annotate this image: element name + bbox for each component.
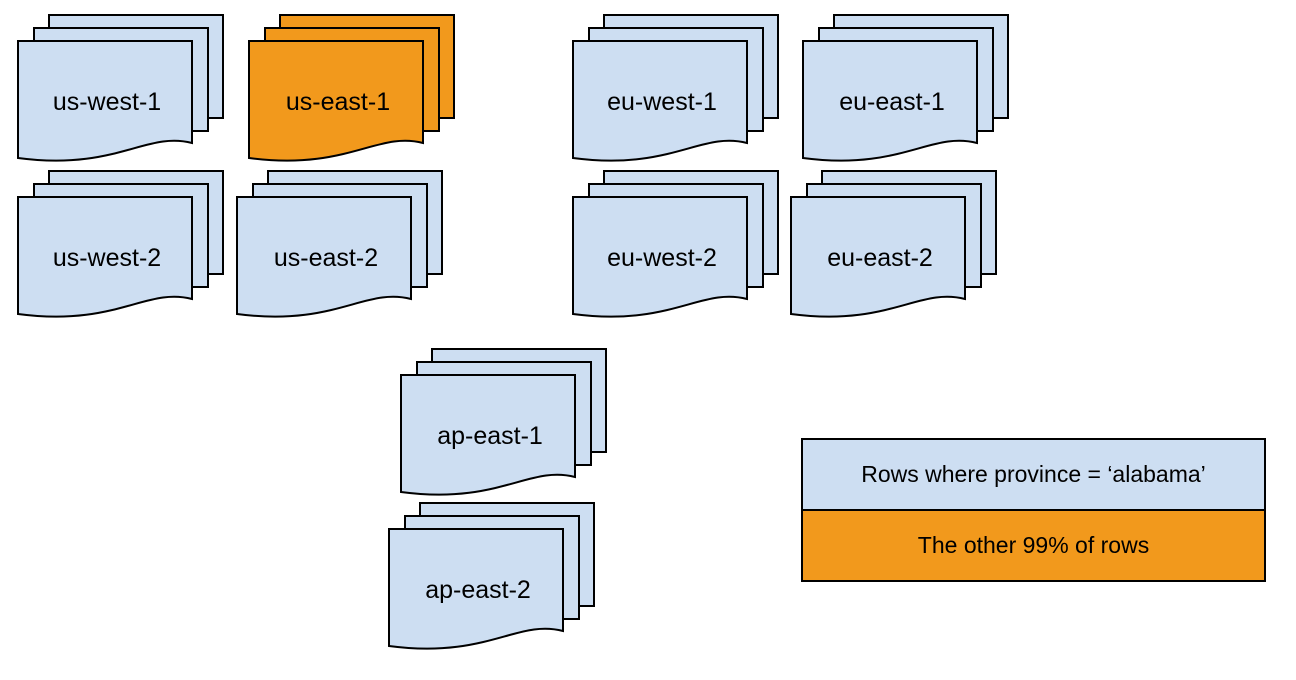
document-stack-icon — [400, 348, 607, 496]
region-stack-ap-east-1: ap-east-1 — [399, 347, 609, 505]
region-label: eu-west-1 — [607, 88, 717, 116]
region-label: ap-east-1 — [437, 422, 543, 450]
region-stack-us-east-1: us-east-1 — [247, 13, 457, 171]
region-label: us-east-2 — [273, 244, 379, 272]
region-label: eu-east-2 — [827, 244, 933, 272]
legend: Rows where province = ‘alabama’ The othe… — [801, 438, 1266, 582]
region-stack-us-west-2: us-west-2 — [16, 169, 226, 327]
legend-item-alabama-rows: Rows where province = ‘alabama’ — [803, 440, 1264, 509]
region-stack-eu-west-2: eu-west-2 — [571, 169, 781, 327]
document-stack-icon — [236, 170, 443, 318]
region-stack-eu-west-1: eu-west-1 — [571, 13, 781, 171]
region-stack-ap-east-2: ap-east-2 — [387, 501, 597, 659]
region-stack-us-east-2: us-east-2 — [235, 169, 445, 327]
document-stack-icon — [248, 14, 455, 162]
region-stack-eu-east-1: eu-east-1 — [801, 13, 1011, 171]
region-label: us-west-1 — [52, 88, 162, 116]
document-stack-icon — [790, 170, 997, 318]
document-stack-icon — [388, 502, 595, 650]
document-stack-icon — [17, 14, 224, 162]
region-label: eu-west-2 — [607, 244, 717, 272]
document-stack-icon — [572, 14, 779, 162]
region-label: us-east-1 — [285, 88, 391, 116]
legend-item-other-rows: The other 99% of rows — [803, 509, 1264, 580]
document-stack-icon — [572, 170, 779, 318]
document-stack-icon — [802, 14, 1009, 162]
legend-item-label: Rows where province = ‘alabama’ — [861, 461, 1206, 487]
region-label: eu-east-1 — [839, 88, 945, 116]
legend-item-label: The other 99% of rows — [917, 532, 1150, 558]
region-label: ap-east-2 — [425, 576, 531, 604]
document-stack-icon — [17, 170, 224, 318]
region-label: us-west-2 — [52, 244, 162, 272]
region-stack-eu-east-2: eu-east-2 — [789, 169, 999, 327]
region-stack-us-west-1: us-west-1 — [16, 13, 226, 171]
